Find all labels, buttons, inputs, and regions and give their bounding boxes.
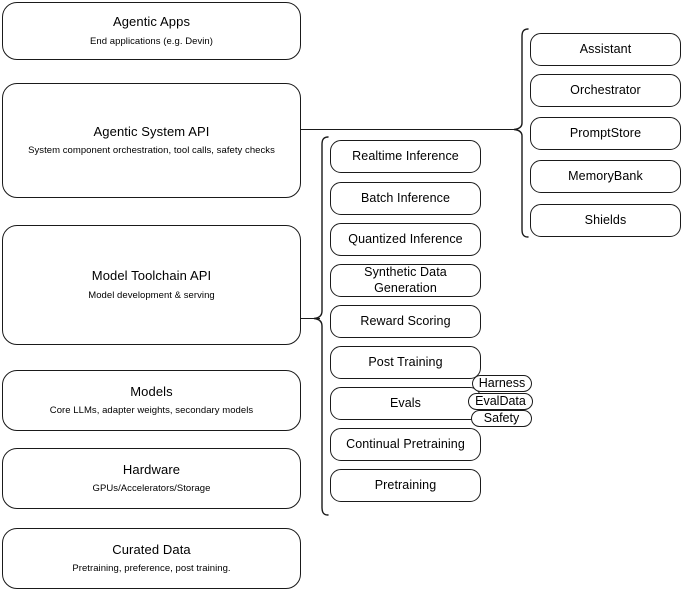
evals-subcomponent-harness[interactable]: Harness (472, 375, 532, 392)
layer-box-hardware[interactable]: Hardware GPUs/Accelerators/Storage (2, 448, 301, 509)
brace-system-components (513, 28, 529, 238)
layer-subtitle: GPUs/Accelerators/Storage (92, 483, 211, 495)
system-component-box-promptstore[interactable]: PromptStore (530, 117, 681, 150)
component-box-continual-pretraining[interactable]: Continual Pretraining (330, 428, 481, 461)
system-component-box-assistant[interactable]: Assistant (530, 33, 681, 66)
layer-box-agentic-apps[interactable]: Agentic Apps End applications (e.g. Devi… (2, 2, 301, 60)
system-component-label: Assistant (579, 41, 632, 56)
layer-box-agentic-system-api[interactable]: Agentic System API System component orch… (2, 83, 301, 198)
layer-title: Agentic System API (93, 123, 210, 139)
connector-line-system-api-to-components (301, 129, 516, 131)
system-component-label: MemoryBank (568, 168, 643, 183)
layer-title: Curated Data (112, 541, 191, 557)
layer-title: Hardware (122, 461, 181, 477)
layer-box-model-toolchain-api[interactable]: Model Toolchain API Model development & … (2, 225, 301, 345)
system-component-label: Shields (584, 212, 627, 227)
layer-title: Models (130, 383, 173, 399)
component-label: Batch Inference (360, 190, 451, 205)
layer-title: Agentic Apps (112, 14, 191, 30)
component-box-evals[interactable]: Evals (330, 387, 481, 420)
layer-box-curated-data[interactable]: Curated Data Pretraining, preference, po… (2, 528, 301, 589)
evals-subcomponent-label: Harness (478, 376, 526, 391)
brace-toolchain-components (313, 136, 329, 516)
component-box-pretraining[interactable]: Pretraining (330, 469, 481, 502)
system-component-label: Orchestrator (570, 82, 641, 97)
layer-subtitle: System component orchestration, tool cal… (28, 145, 275, 157)
layer-subtitle: Core LLMs, adapter weights, secondary mo… (49, 405, 254, 417)
layer-subtitle: Model development & serving (88, 289, 215, 301)
layer-title: Model Toolchain API (91, 268, 212, 284)
component-box-synthetic-data-generation[interactable]: Synthetic Data Generation (330, 264, 481, 297)
connector-line-toolchain-api-to-components (301, 318, 320, 320)
component-label: Reward Scoring (360, 313, 451, 328)
component-label: Continual Pretraining (346, 436, 465, 451)
component-box-realtime-inference[interactable]: Realtime Inference (330, 140, 481, 173)
component-box-post-training[interactable]: Post Training (330, 346, 481, 379)
component-label: Evals (389, 395, 422, 410)
layer-subtitle: Pretraining, preference, post training. (72, 563, 231, 575)
component-box-batch-inference[interactable]: Batch Inference (330, 182, 481, 215)
evals-subcomponent-label: EvalData (475, 394, 526, 409)
evals-subcomponent-evaldata[interactable]: EvalData (468, 393, 533, 410)
evals-subcomponent-label: Safety (483, 411, 520, 426)
component-box-reward-scoring[interactable]: Reward Scoring (330, 305, 481, 338)
system-component-label: PromptStore (569, 125, 642, 140)
system-component-box-shields[interactable]: Shields (530, 204, 681, 237)
system-component-box-orchestrator[interactable]: Orchestrator (530, 74, 681, 107)
component-label: Post Training (368, 354, 443, 369)
component-label: Synthetic Data Generation (364, 264, 447, 295)
layer-box-models[interactable]: Models Core LLMs, adapter weights, secon… (2, 370, 301, 431)
component-box-quantized-inference[interactable]: Quantized Inference (330, 223, 481, 256)
system-component-box-memorybank[interactable]: MemoryBank (530, 160, 681, 193)
layer-subtitle: End applications (e.g. Devin) (90, 35, 213, 47)
component-label: Quantized Inference (348, 231, 463, 246)
component-label: Realtime Inference (352, 148, 459, 163)
component-label: Pretraining (374, 477, 437, 492)
evals-subcomponent-safety[interactable]: Safety (471, 410, 532, 427)
